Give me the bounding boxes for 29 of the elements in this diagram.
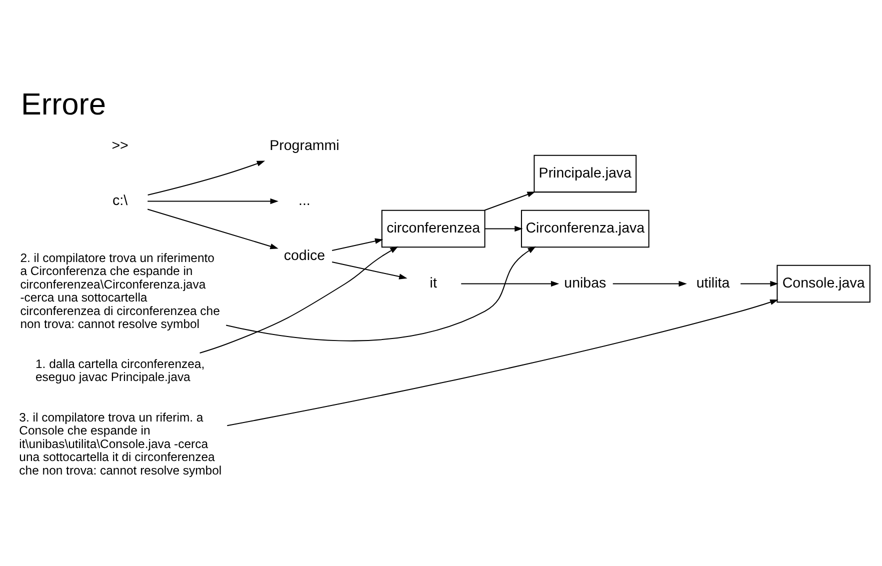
node-box: Principale.java (533, 154, 636, 192)
node-text: unibas (564, 275, 606, 292)
node-text: 2. il compilatore trova un riferimento a Circonferenza che espande in circonferenzea\Circonferenza.java -cerca una sottocartella circonferenzea di circonferenzea che non trova: cannot resolve symbol (20, 250, 220, 331)
node-box: Circonferenza.java (520, 209, 649, 248)
diagram-title: Errore (20, 87, 106, 122)
node-text: codice (283, 248, 325, 264)
node-box: Console.java (776, 264, 870, 302)
node-text: 3. il compilatore trova un riferim. a Console che espande in it\unibas\utilita\Console.java -cerca una sottocartella it di circonferenzea che non trova: cannot resolve symbol (18, 410, 222, 477)
node-text: 1. dalla cartella circonferenzea, eseguo javac Principale.java (34, 356, 204, 384)
arrow (226, 298, 778, 426)
arrow (740, 280, 778, 286)
arrow (226, 246, 536, 341)
arrow (199, 246, 398, 353)
node-box: circonferenzea (380, 209, 485, 248)
arrow (331, 261, 407, 279)
node-text: ... (298, 192, 310, 208)
arrow (147, 160, 265, 195)
arrow (484, 225, 522, 232)
arrow (147, 198, 278, 204)
arrow (146, 208, 278, 249)
node-text: Programmi (269, 137, 339, 154)
node-text: utilita (696, 275, 730, 292)
label: >> (111, 137, 128, 154)
arrow (484, 191, 535, 210)
node-text: c:\ (112, 192, 128, 208)
arrow (612, 280, 686, 286)
node-text: it (429, 275, 436, 292)
arrow (460, 280, 559, 286)
arrow (331, 238, 383, 250)
